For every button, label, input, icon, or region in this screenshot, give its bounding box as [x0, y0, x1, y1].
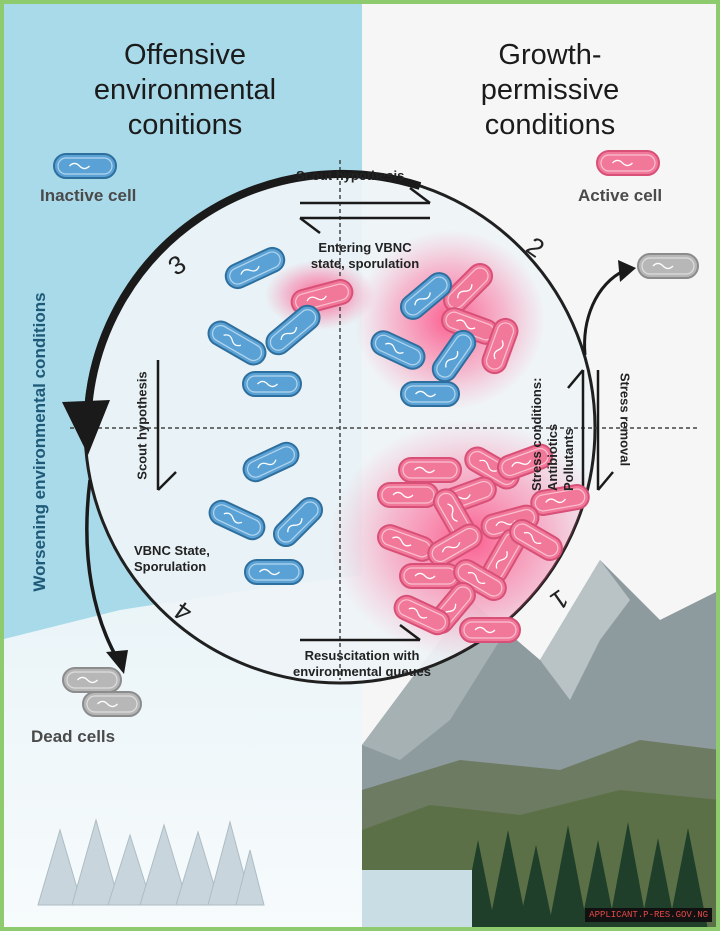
active-cell: [442, 262, 494, 314]
pine-forest-green: [460, 822, 708, 930]
right-heading-line-3: conditions: [484, 109, 616, 141]
inactive-cell-label: Inactive cell: [40, 186, 137, 205]
inactive-cell: [53, 153, 117, 179]
stress-line-2: Antibiotics: [545, 423, 560, 491]
active-cell: [398, 457, 462, 483]
inactive-cell: [207, 320, 267, 366]
inactive-cell: [370, 330, 426, 370]
bottom-arrow: [300, 624, 421, 642]
stress-line-3: Pollutants: [561, 428, 576, 491]
escape-arrow: [583, 268, 626, 356]
top-equilibrium-arrows: [299, 187, 431, 234]
escape-arrowhead: [618, 260, 636, 282]
inactive-cell: [400, 381, 460, 407]
active-cell: [596, 150, 660, 176]
inactive-cell: [242, 371, 302, 397]
left-heading-line-2: environmental: [93, 74, 277, 106]
stress-conditions-label: Stress conditions: Antibiotics Pollutant…: [529, 361, 577, 491]
snowy-trees: [37, 818, 265, 906]
active-cell: [393, 594, 451, 636]
dead-cells-label: Dead cells: [31, 727, 116, 746]
left-heading-line-1: Offensive: [124, 39, 246, 71]
active-cell: [509, 519, 563, 561]
inactive-cell: [265, 304, 321, 356]
inactive-cell: [242, 441, 300, 483]
dead-cell: [82, 691, 142, 717]
right-heading-line-2: permissive: [480, 74, 620, 106]
entering-vbnc-line-2: state, sporulation: [310, 256, 420, 271]
scout-hypothesis-left: Scout hypothesis: [134, 371, 150, 480]
inactive-cell: [244, 559, 304, 585]
resuscitation-line-1: Resuscitation with: [304, 648, 420, 663]
active-cell-label: Active cell: [578, 186, 663, 205]
vbnc-state-label: VBNC State, Sporulation: [134, 543, 210, 575]
watermark: APPLICANT.P-RES.GOV.NG: [585, 908, 712, 922]
active-cell: [377, 524, 435, 562]
worsening-label: Worsening environmental conditions: [30, 292, 49, 592]
dead-cell: [637, 253, 699, 279]
active-cell: [481, 317, 519, 375]
right-heading-line-1: Growth-: [498, 39, 602, 71]
entering-vbnc-label: Entering VBNC state, sporulation: [290, 240, 440, 272]
left-heading-line-3: conitions: [127, 109, 243, 141]
vbnc-state-line-1: VBNC State,: [134, 543, 210, 558]
dead-cell: [62, 667, 122, 693]
right-double-arrows: [567, 369, 614, 491]
dead-arrowhead: [106, 650, 128, 674]
active-cell: [530, 484, 590, 516]
cells-layer: [53, 150, 699, 717]
vbnc-state-line-2: Sporulation: [134, 559, 207, 574]
dead-arrow: [85, 479, 120, 661]
scout-hypothesis-top: Scout hypothesis: [296, 168, 405, 183]
active-cell: [377, 482, 439, 508]
left-heading: Offensive environmental conitions: [35, 38, 335, 143]
worsening-arrowhead: [62, 400, 110, 455]
inactive-cell: [431, 329, 477, 383]
active-cell: [399, 563, 461, 589]
inactive-cell: [399, 272, 453, 320]
lake: [362, 870, 472, 931]
inactive-cell: [272, 496, 324, 548]
active-cell: [496, 443, 554, 481]
stress-removal-label: Stress removal: [617, 372, 633, 467]
inactive-cell: [208, 499, 266, 541]
resuscitation-label: Resuscitation with environmental queues: [272, 648, 452, 680]
worsening-arrow: [84, 169, 422, 411]
resuscitation-line-2: environmental queues: [293, 664, 431, 679]
active-cell: [459, 617, 521, 643]
stress-line-1: Stress conditions:: [529, 377, 544, 491]
inactive-cell: [224, 246, 286, 290]
left-down-arrow: [156, 360, 177, 491]
entering-vbnc-line-1: Entering VBNC: [318, 240, 412, 255]
right-heading: Growth- permissive conditions: [400, 38, 700, 143]
